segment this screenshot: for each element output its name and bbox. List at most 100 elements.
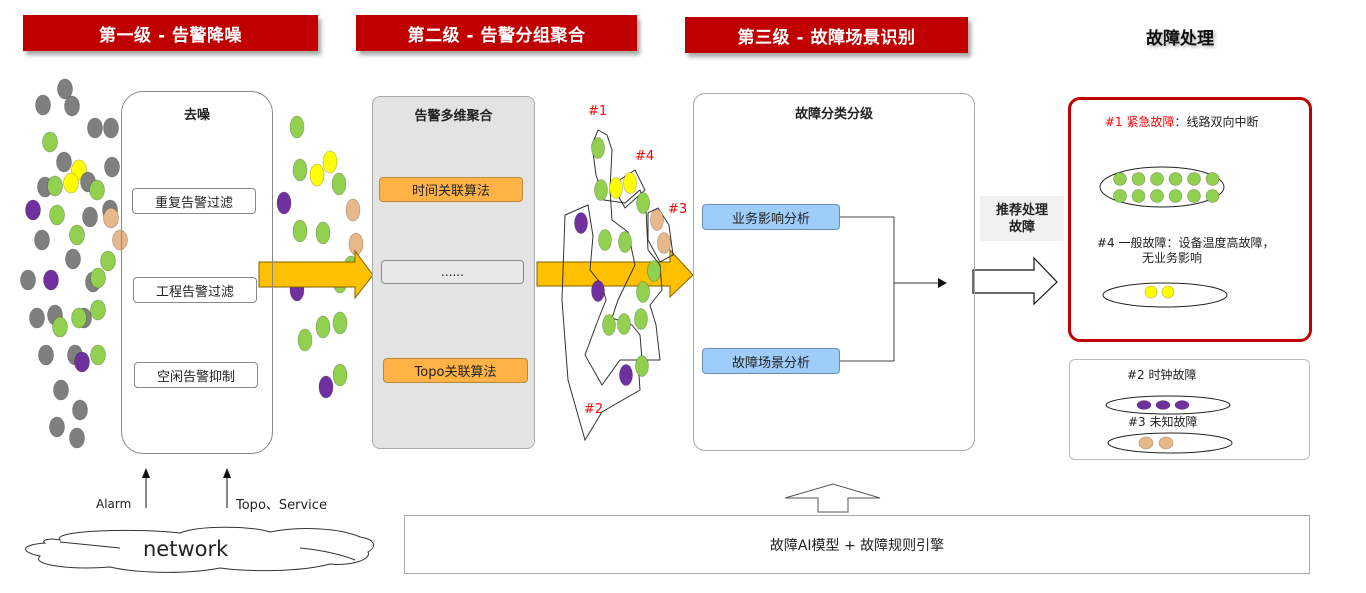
- cluster-dot: [647, 260, 661, 282]
- analysis-business-impact[interactable]: 业务影响分析: [702, 204, 840, 230]
- clock-ellipse: [1105, 395, 1231, 415]
- urgent-fault-dot: [1131, 172, 1146, 186]
- cluster-1-outline: [591, 129, 663, 361]
- general-fault-label[interactable]: #4 一般故障：设备温度高故障， 无业务影响: [1097, 236, 1275, 266]
- unknown-fault-label[interactable]: #3 未知故障: [1128, 415, 1198, 429]
- cluster-dot: [619, 364, 633, 386]
- raw-alarm-dot: [64, 95, 80, 117]
- denoise-step-idle[interactable]: 空闲告警抑制: [134, 362, 258, 388]
- topo-arrowhead: [223, 468, 231, 478]
- algo-time-correlation[interactable]: 时间关联算法: [379, 177, 523, 202]
- general-fault-dot: [1161, 285, 1175, 299]
- general-ellipse: [1102, 282, 1228, 308]
- raw-alarm-dot: [100, 250, 116, 272]
- cluster-dot: [594, 179, 608, 201]
- filtered-alarm-dot: [309, 163, 325, 187]
- recommend-line1: 推荐处理: [995, 202, 1048, 218]
- raw-alarm-dot: [53, 379, 69, 401]
- cluster-dot: [574, 212, 588, 234]
- recommend-label: 推荐处理 故障: [980, 196, 1064, 241]
- clock-fault-dot: [1136, 400, 1152, 410]
- engine-label: 故障AI模型 + 故障规则引擎: [769, 537, 945, 554]
- urgent-fault-dot: [1113, 189, 1127, 203]
- raw-alarm-dot: [90, 267, 106, 289]
- filtered-alarm-dot: [318, 375, 334, 399]
- network-cloud: [25, 526, 374, 573]
- urgent-fault-label[interactable]: #1 紧急故障：线路双向中断: [1105, 113, 1259, 130]
- raw-alarm-dot: [65, 248, 81, 270]
- urgent-fault-dot: [1187, 189, 1201, 203]
- clock-fault-label[interactable]: #2 时钟故障: [1127, 368, 1197, 382]
- urgent-fault-dot: [1205, 172, 1220, 186]
- filtered-alarm-dot: [331, 172, 347, 196]
- general-fault-line2: 无业务影响: [1141, 251, 1202, 265]
- filtered-alarm-dot: [289, 115, 305, 139]
- raw-alarm-dot: [89, 179, 105, 201]
- filtered-alarm-dot: [315, 315, 331, 339]
- denoise-step-engineering[interactable]: 工程告警过滤: [133, 277, 257, 303]
- raw-alarm-dot: [34, 229, 50, 251]
- connector-business: [840, 216, 895, 283]
- raw-alarm-dot: [42, 131, 58, 153]
- general-fault-dot: [1144, 285, 1158, 299]
- filtered-alarm-dot: [297, 328, 313, 352]
- cluster-label-3: #3: [668, 202, 688, 217]
- other-fault-panel: [1069, 359, 1310, 460]
- engine-box: 故障AI模型 + 故障规则引擎: [404, 515, 1310, 574]
- raw-alarm-dot: [52, 316, 68, 338]
- algo-topo-correlation[interactable]: Topo关联算法: [383, 358, 528, 383]
- raw-alarm-dot: [82, 206, 98, 228]
- analysis-fault-scenario[interactable]: 故障场景分析: [702, 348, 840, 374]
- urgent-fault-dot: [1150, 189, 1164, 203]
- urgent-fault-dot: [1187, 172, 1201, 186]
- urgent-fault-dot: [1131, 189, 1146, 203]
- alarm-arrowhead: [142, 468, 150, 478]
- urgent-fault-desc: ：线路双向中断: [1174, 115, 1259, 129]
- clock-fault-dot: [1174, 400, 1190, 410]
- unknown-ellipse: [1107, 432, 1233, 454]
- stage1-header: 第一级 - 告警降噪: [23, 15, 318, 51]
- raw-alarm-dot: [56, 151, 72, 173]
- cluster-3-outline: [647, 207, 674, 263]
- priority-fault-panel: [1068, 97, 1312, 342]
- denoise-title: 去噪: [183, 108, 210, 123]
- cluster-dots: [574, 137, 671, 386]
- urgent-fault-id: #1: [1105, 115, 1123, 129]
- raw-alarm-dot: [69, 427, 85, 449]
- denoise-step-duplicate[interactable]: 重复告警过滤: [132, 188, 256, 214]
- cluster-dot: [591, 280, 605, 302]
- cluster-dot: [591, 137, 605, 159]
- cluster-dot: [598, 229, 612, 251]
- raw-alarm-dot: [103, 207, 119, 229]
- unknown-fault-dot: [1138, 436, 1154, 450]
- raw-alarm-dot: [43, 269, 59, 291]
- cluster-dot: [618, 231, 632, 253]
- connector-arrowhead: [938, 278, 947, 288]
- raw-alarm-dot: [90, 344, 106, 366]
- cluster-dot: [636, 281, 650, 303]
- connector-scenario: [840, 283, 895, 362]
- raw-alarm-dot: [69, 224, 85, 246]
- algo-more[interactable]: ......: [381, 260, 524, 284]
- raw-alarm-dot: [63, 172, 79, 194]
- stage2-header: 第二级 - 告警分组聚合: [356, 15, 637, 51]
- urgent-fault-dot: [1168, 189, 1183, 203]
- cluster-2-outline: [561, 204, 641, 442]
- clock-fault-dot: [1155, 400, 1171, 410]
- cluster-dot: [617, 313, 631, 335]
- cluster-dot: [635, 355, 649, 377]
- urgent-fault-level: 紧急故障: [1126, 115, 1175, 129]
- filtered-alarm-dots: [276, 115, 364, 399]
- filtered-alarm-dot: [315, 221, 331, 245]
- topo-service-label: Topo、Service: [236, 498, 327, 513]
- recommend-arrow: [972, 256, 1058, 306]
- urgent-fault-dot: [1113, 172, 1127, 186]
- general-fault-line1: #4 一般故障：设备温度高故障，: [1097, 236, 1275, 250]
- cluster-dot: [602, 314, 616, 336]
- raw-alarm-dot: [49, 416, 65, 438]
- raw-alarm-dot: [20, 269, 36, 291]
- raw-alarm-dot: [29, 307, 45, 329]
- raw-alarm-dot: [57, 78, 73, 100]
- filtered-alarm-dot: [332, 363, 348, 387]
- engine-arrow: [784, 483, 881, 513]
